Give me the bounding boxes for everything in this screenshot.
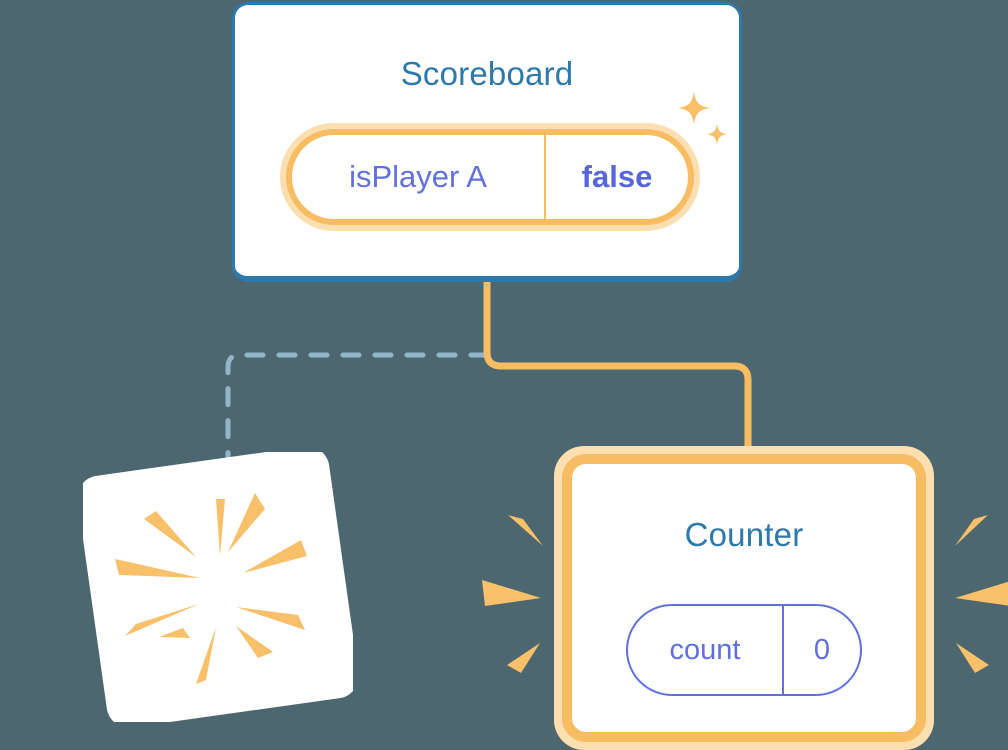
burst-ray	[482, 580, 541, 606]
blank-card[interactable]	[83, 452, 353, 722]
counter-prop-divider	[782, 606, 784, 694]
scoreboard-prop-pill[interactable]: isPlayer A false	[280, 123, 700, 231]
scoreboard-title: Scoreboard	[400, 55, 574, 92]
scoreboard-prop-value: false	[581, 159, 653, 194]
scoreboard-prop-key: isPlayer A	[349, 159, 487, 194]
counter-prop-value: 0	[813, 633, 831, 666]
sparkle-small-icon	[707, 124, 727, 145]
counter-card-body[interactable]: Counter count 0	[562, 454, 926, 742]
burst-ray	[956, 643, 989, 673]
blank-card-surface	[83, 452, 353, 722]
scoreboard-card[interactable]: Scoreboard isPlayer A false	[232, 2, 742, 282]
scoreboard-prop-pill-body[interactable]: isPlayer A false	[286, 129, 694, 225]
counter-burst-rays-right	[955, 515, 1008, 673]
connector-scoreboard-to-blank-card	[225, 352, 490, 481]
connector-scoreboard-to-counter	[483, 280, 752, 470]
sparkle-large-icon	[678, 92, 710, 124]
sparkle-group	[678, 92, 727, 145]
counter-title: Counter	[684, 516, 804, 553]
counter-prop-key: count	[669, 633, 741, 666]
scoreboard-prop-divider	[544, 129, 546, 225]
burst-ray	[955, 515, 988, 546]
blank-card-burst-rays	[115, 493, 307, 684]
counter-card[interactable]: Counter count 0	[554, 446, 934, 750]
counter-prop-pill[interactable]: count 0	[626, 604, 862, 696]
burst-ray	[955, 581, 1008, 606]
burst-ray	[508, 515, 543, 546]
counter-burst-rays-left	[482, 515, 543, 673]
burst-ray	[507, 643, 540, 673]
